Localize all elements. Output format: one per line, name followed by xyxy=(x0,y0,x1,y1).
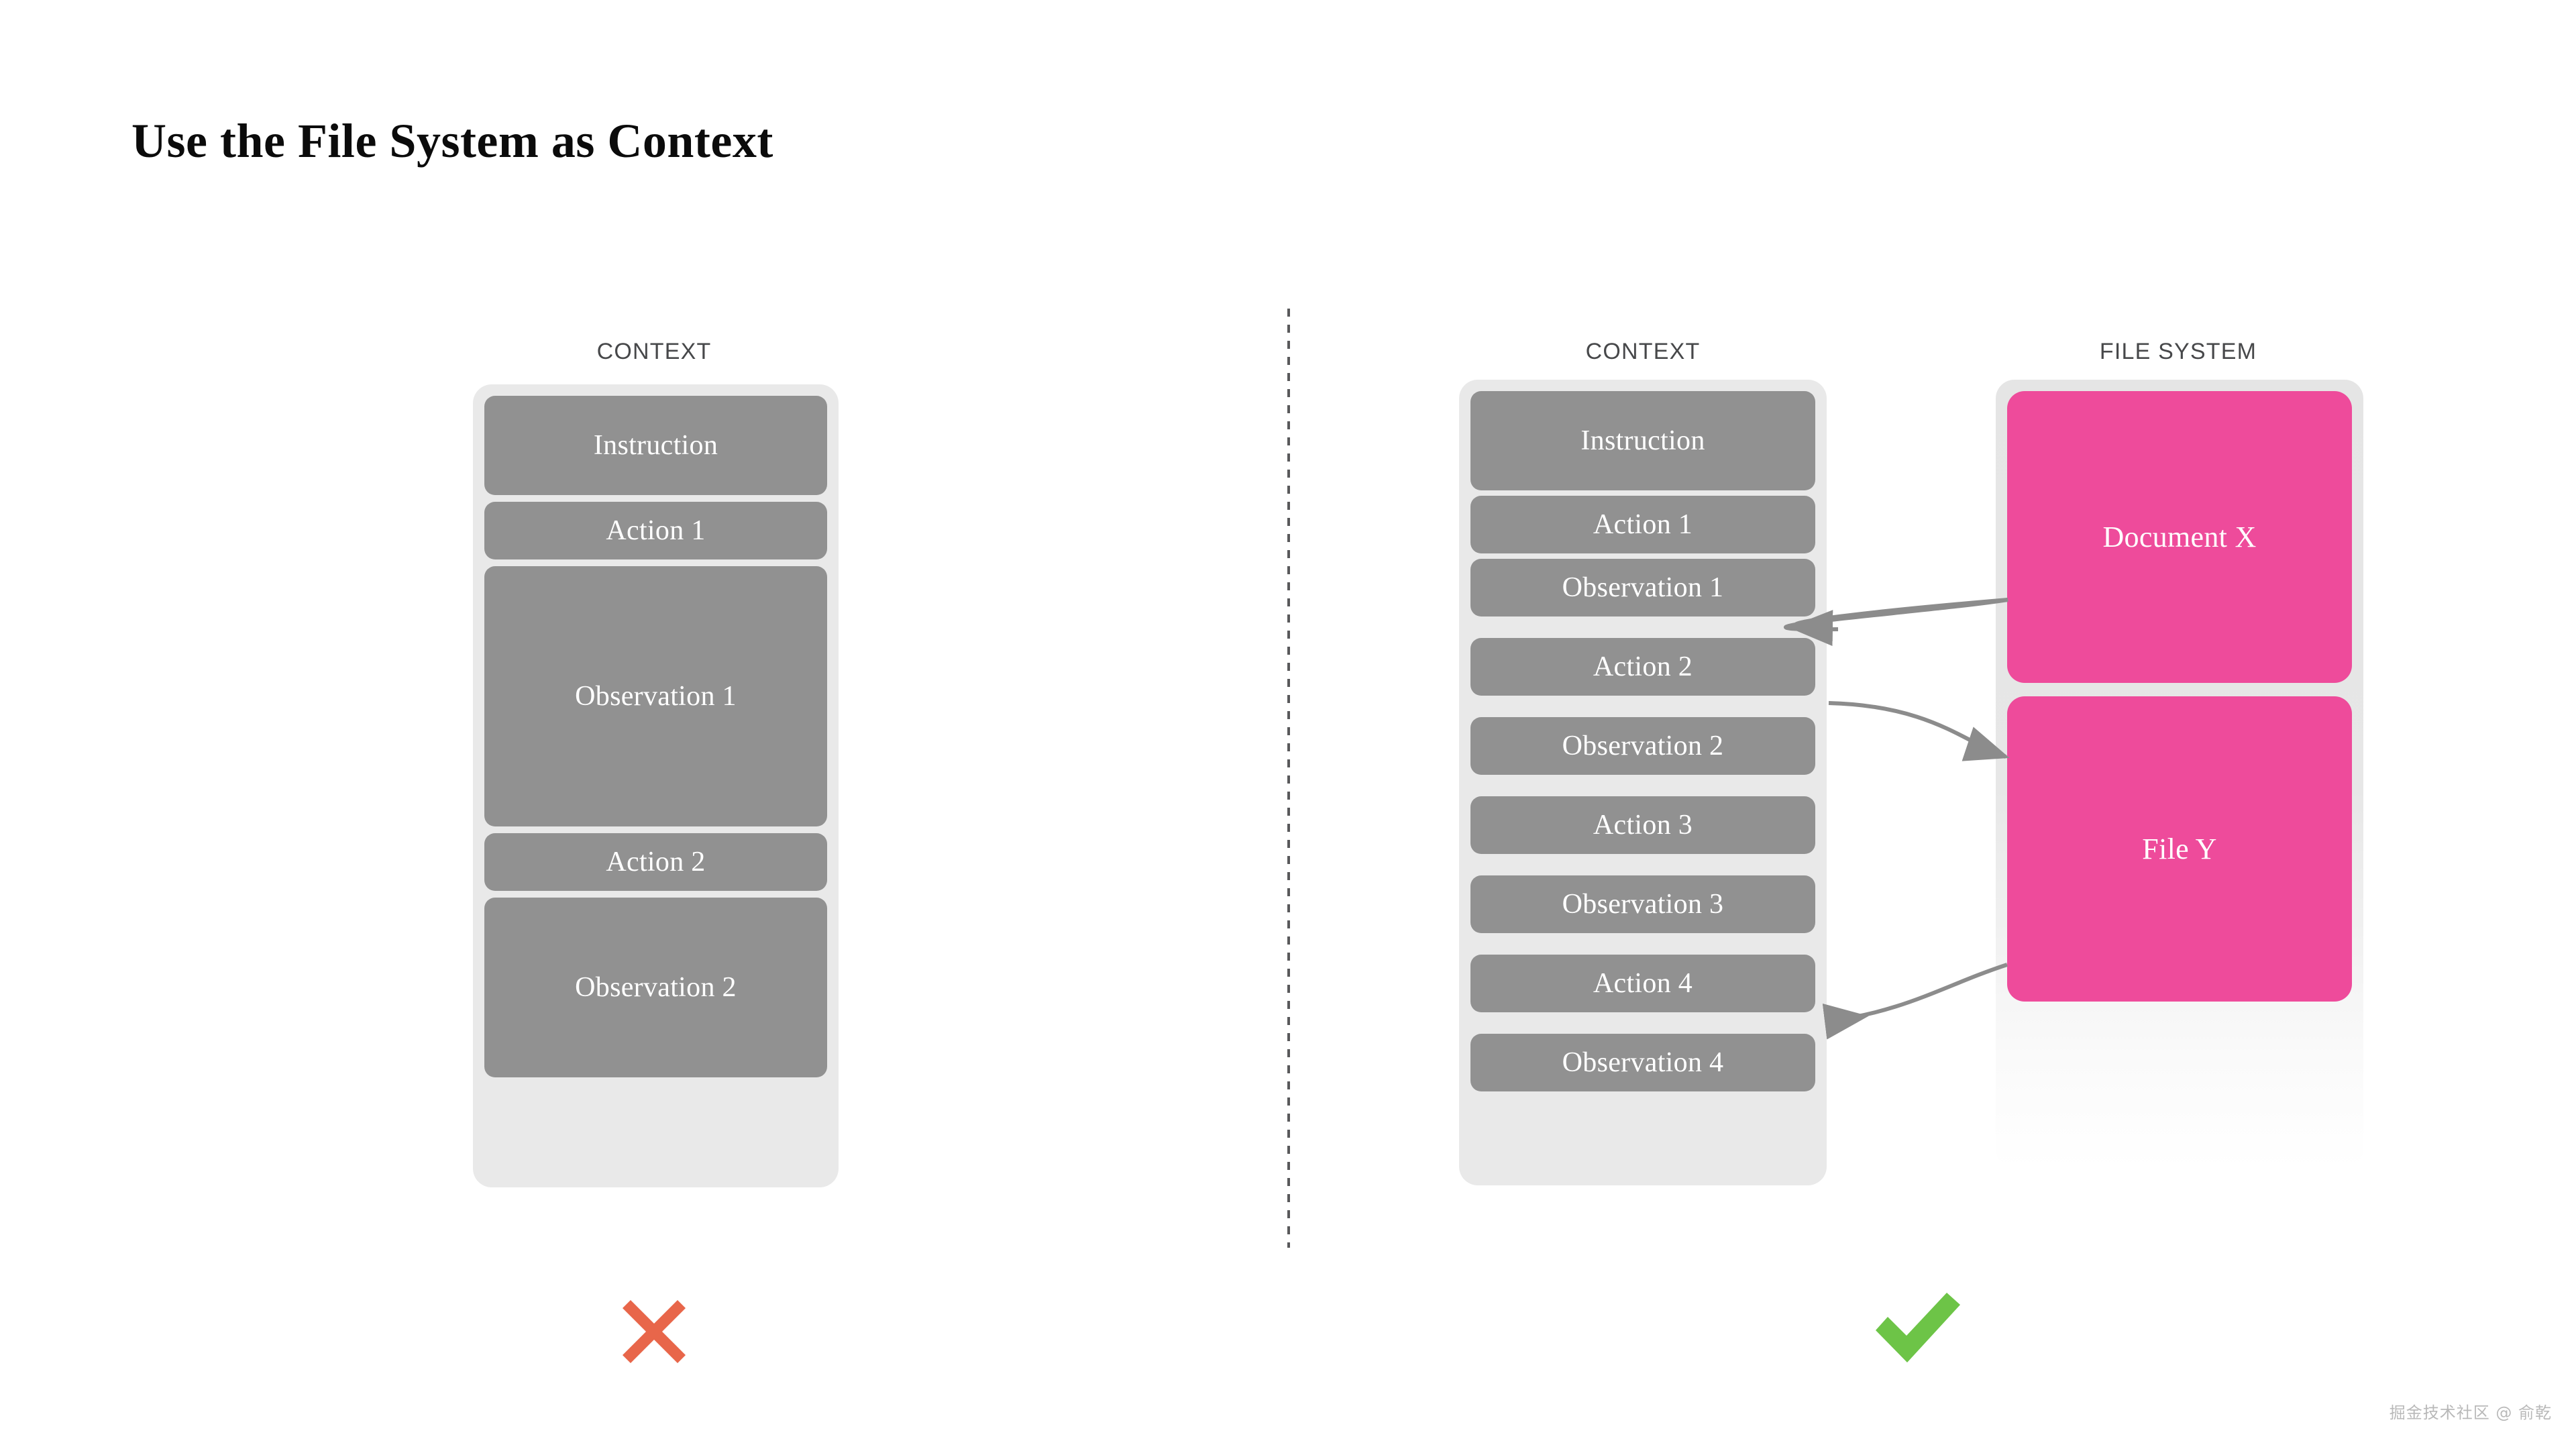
file-system-block-document-x[interactable]: Document X xyxy=(2007,391,2352,683)
watermark: 掘金技术社区 @ 俞乾 xyxy=(2389,1403,2552,1422)
context-block-action-2[interactable]: Action 2 xyxy=(484,833,827,891)
right-context-block-action-1[interactable]: Action 1 xyxy=(1470,496,1815,553)
verdict-left-bad xyxy=(610,1288,698,1375)
right-context-block-action-3[interactable]: Action 3 xyxy=(1470,796,1815,854)
right-context-block-instruction[interactable]: Instruction xyxy=(1470,391,1815,490)
check-icon xyxy=(1876,1293,1960,1362)
right-context-block-observation-1[interactable]: Observation 1 xyxy=(1470,559,1815,616)
context-block-observation-1[interactable]: Observation 1 xyxy=(484,566,827,826)
right-context-block-observation-4[interactable]: Observation 4 xyxy=(1470,1034,1815,1091)
right-context-heading: CONTEXT xyxy=(1585,339,1701,364)
file-system-stack: Document X File Y xyxy=(1996,380,2363,1168)
right-context-block-observation-2[interactable]: Observation 2 xyxy=(1470,717,1815,775)
panel-divider xyxy=(1287,309,1290,1248)
context-block-action-1[interactable]: Action 1 xyxy=(484,502,827,559)
arrow-action-2-to-file-y xyxy=(1828,701,2010,761)
verdict-right-good xyxy=(1872,1285,1966,1372)
right-context-stack: Instruction Action 1 Observation 1 Actio… xyxy=(1459,380,1827,1185)
context-block-observation-2[interactable]: Observation 2 xyxy=(484,898,827,1077)
right-context-block-action-2[interactable]: Action 2 xyxy=(1470,638,1815,696)
context-block-instruction[interactable]: Instruction xyxy=(484,396,827,495)
right-context-block-action-4[interactable]: Action 4 xyxy=(1470,955,1815,1012)
arrow-document-x-to-observation-1-head xyxy=(1788,598,2008,647)
file-system-block-file-y[interactable]: File Y xyxy=(2007,696,2352,1002)
left-context-heading: CONTEXT xyxy=(596,339,712,364)
cross-icon xyxy=(623,1300,686,1363)
right-context-block-observation-3[interactable]: Observation 3 xyxy=(1470,875,1815,933)
file-system-heading: FILE SYSTEM xyxy=(2099,339,2257,364)
page-title: Use the File System as Context xyxy=(131,114,773,168)
arrow-file-y-to-action-4 xyxy=(1822,963,2008,1040)
left-context-stack: Instruction Action 1 Observation 1 Actio… xyxy=(473,384,839,1187)
